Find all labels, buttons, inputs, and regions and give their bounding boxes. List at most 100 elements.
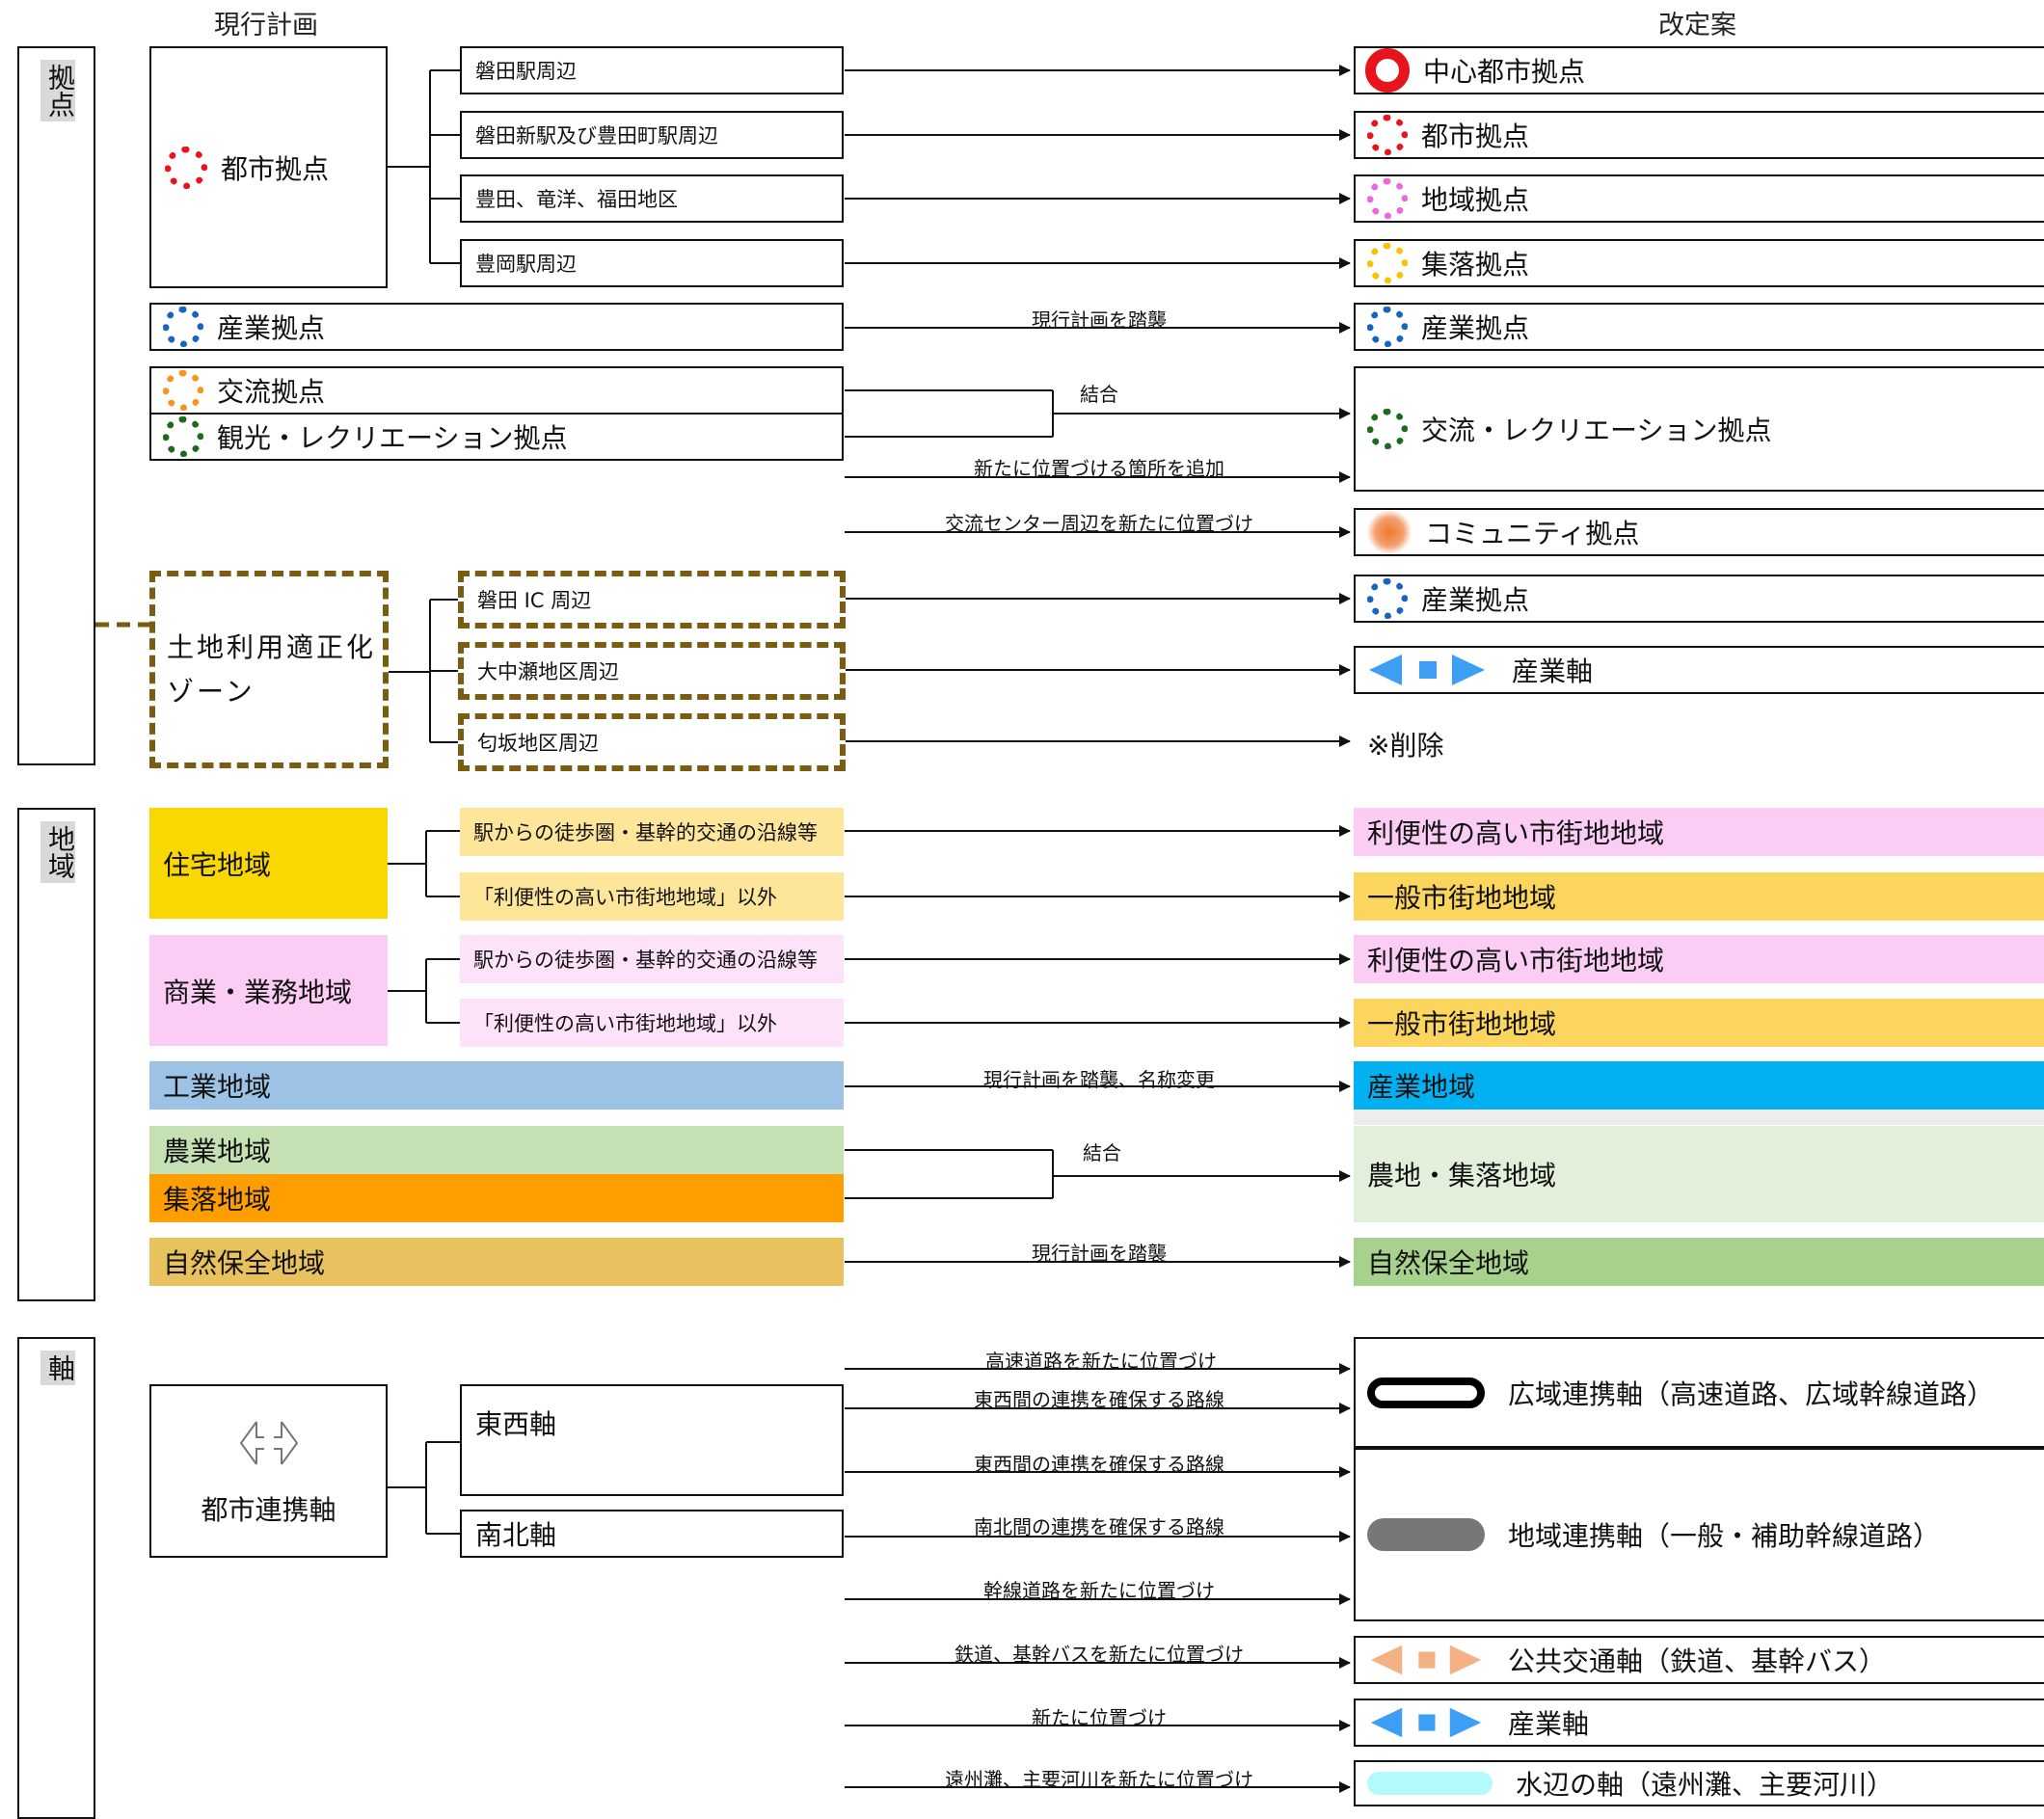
current-kanko-kyoten-label: 観光・レクリエーション拠点 <box>217 422 568 454</box>
dashed-orange-ring-icon <box>163 370 203 411</box>
section-chiiki: 地域 <box>17 808 95 1301</box>
bidirectional-arrow-icon <box>235 1414 303 1476</box>
revised-koryu-rec-kyoten: 交流・レクリエーション拠点 <box>1354 366 2044 492</box>
zone-label-line2: ゾーン <box>167 675 256 708</box>
label-nanboku: 南北間の連携を確保する路線 <box>974 1515 1224 1538</box>
label-tosyu-1: 現行計画を踏襲 <box>1032 308 1167 332</box>
current-shuraku-chiiki: 集落地域 <box>149 1174 844 1222</box>
revised-chiiki-renkei-jiku: 地域連携軸（一般・補助幹線道路） <box>1354 1448 2044 1621</box>
revised-shizen-chiiki: 自然保全地域 <box>1354 1238 2044 1286</box>
label-tsuika: 新たに位置づける箇所を追加 <box>974 457 1224 480</box>
current-koryu-kyoten-box: 交流拠点 <box>149 366 844 415</box>
revised-community-kyoten: コミュニティ拠点 <box>1354 508 2044 556</box>
red-ring-icon <box>1365 48 1410 93</box>
revised-sangyo-kyoten: 産業拠点 <box>1354 303 2044 351</box>
revised-chiiki-renkei-label: 地域連携軸（一般・補助幹線道路） <box>1508 1520 1941 1552</box>
current-tozai-jiku: 東西軸 <box>460 1384 844 1496</box>
revised-sangyo-jiku-kyoten: 産業軸 <box>1354 646 2044 694</box>
revised-sangyo-label: 産業拠点 <box>1421 312 1530 344</box>
label-enshu: 遠州灘、主要河川を新たに位置づけ <box>945 1768 1253 1791</box>
orange-radial-dot-icon <box>1367 510 1412 554</box>
current-zone-sakisaka: 匂坂地区周辺 <box>458 713 846 771</box>
current-land-use-zone-box: 土地利用適正化 ゾーン <box>149 571 389 768</box>
blue-arrow-band-icon <box>1365 653 1489 687</box>
label-arata: 新たに位置づけ <box>1032 1706 1167 1729</box>
orange-arrow-band-icon <box>1367 1643 1485 1677</box>
revised-mizube-jiku: 水辺の軸（遠州灘、主要河川） <box>1354 1760 2044 1806</box>
revised-toshi-label: 都市拠点 <box>1421 120 1530 152</box>
revised-koiki-label: 広域連携軸（高速道路、広域幹線道路） <box>1508 1378 1995 1410</box>
dashed-pink-ring-icon <box>1367 178 1408 219</box>
current-sub-iwata-station: 磐田駅周辺 <box>460 46 844 94</box>
current-jutaku-sub-a: 駅からの徒歩圏・基幹的交通の沿線等 <box>460 808 844 856</box>
revised-koiki-renkei-jiku: 広域連携軸（高速道路、広域幹線道路） <box>1354 1337 2044 1448</box>
label-koryu-center: 交流センター周辺を新たに位置づけ <box>945 512 1253 535</box>
current-toshi-kyoten-label: 都市拠点 <box>221 152 330 185</box>
current-toshi-kyoten-box: 都市拠点 <box>149 46 388 288</box>
revised-chushin-toshi-kyoten: 中心都市拠点 <box>1354 46 2044 94</box>
current-zone-iwata-ic: 磐田 IC 周辺 <box>458 571 846 629</box>
revised-kokyo-kotsu-jiku: 公共交通軸（鉄道、基幹バス） <box>1354 1636 2044 1684</box>
label-kosoku: 高速道路を新たに位置づけ <box>985 1350 1217 1373</box>
revised-sakujo-note: ※削除 <box>1367 730 1444 762</box>
current-jutaku-sub-b: 「利便性の高い市街地地域」以外 <box>460 872 844 921</box>
black-outlined-pill-icon <box>1367 1377 1485 1408</box>
current-shogyo-chiiki: 商業・業務地域 <box>149 935 388 1046</box>
dashed-blue-ring-icon <box>1367 578 1408 619</box>
revised-sangyo-jiku2-label: 産業軸 <box>1508 1708 1590 1740</box>
label-kansen: 幹線道路を新たに位置づけ <box>983 1579 1215 1602</box>
current-shogyo-sub-a: 駅からの徒歩圏・基幹的交通の沿線等 <box>460 935 844 983</box>
dashed-green-ring-icon <box>163 416 203 457</box>
section-label-jiku: 軸 <box>40 1351 76 1385</box>
current-sangyo-kyoten-box: 産業拠点 <box>149 303 844 351</box>
revised-nochi-shuraku-chiiki: 農地・集落地域 <box>1354 1126 2044 1222</box>
blue-arrow-band-icon <box>1367 1705 1485 1740</box>
current-toshi-renkei-box: 都市連携軸 <box>149 1384 388 1558</box>
revised-gap-band <box>1354 1110 2044 1125</box>
section-label-kyoten: 拠点 <box>40 60 76 121</box>
revised-chiiki-kyoten: 地域拠点 <box>1354 174 2044 223</box>
revised-sangyo-jiku: 産業軸 <box>1354 1699 2044 1747</box>
dashed-blue-ring-icon <box>163 307 203 347</box>
revised-ippan-chiiki-2: 一般市街地地域 <box>1354 999 2044 1047</box>
label-ketsugo-1: 結合 <box>1080 383 1118 406</box>
revised-sangyo-kyoten-2: 産業拠点 <box>1354 575 2044 623</box>
section-kyoten: 拠点 <box>17 46 95 765</box>
dashed-red-ring-icon <box>1367 115 1408 155</box>
current-toshi-renkei-label: 都市連携軸 <box>201 1494 336 1526</box>
section-jiku: 軸 <box>17 1337 95 1819</box>
label-ketsugo-2: 結合 <box>1083 1141 1121 1164</box>
revised-benri-chiiki-2: 利便性の高い市街地地域 <box>1354 935 2044 983</box>
revised-benri-chiiki-1: 利便性の高い市街地地域 <box>1354 808 2044 856</box>
current-sub-toyoda-ryuyo-fukude: 豊田、竜洋、福田地区 <box>460 174 844 223</box>
current-sub-toyooka-station: 豊岡駅周辺 <box>460 239 844 287</box>
revised-chiiki-label: 地域拠点 <box>1421 184 1530 216</box>
label-tetsudo: 鉄道、基幹バスを新たに位置づけ <box>955 1643 1244 1666</box>
gray-pill-icon <box>1367 1518 1485 1551</box>
dashed-green-ring-icon <box>1367 409 1408 449</box>
dashed-yellow-ring-icon <box>1367 243 1408 283</box>
current-shogyo-sub-b: 「利便性の高い市街地地域」以外 <box>460 999 844 1047</box>
revised-toshi-kyoten: 都市拠点 <box>1354 111 2044 159</box>
label-tosyu-2: 現行計画を踏襲 <box>1032 1242 1167 1265</box>
current-plan-header: 現行計画 <box>214 11 318 40</box>
current-nogyo-chiiki: 農業地域 <box>149 1126 844 1174</box>
revised-shuraku-label: 集落拠点 <box>1421 249 1530 281</box>
revised-sangyo-chiiki: 産業地域 <box>1354 1061 2044 1110</box>
revised-chushin-label: 中心都市拠点 <box>1423 56 1586 88</box>
revised-sangyo-jiku-label: 産業軸 <box>1512 655 1594 687</box>
current-sub-iwata-shin-station: 磐田新駅及び豊田町駅周辺 <box>460 111 844 159</box>
revised-mizube-label: 水辺の軸（遠州灘、主要河川） <box>1516 1769 1895 1801</box>
current-zone-onakaze: 大中瀬地区周辺 <box>458 642 846 700</box>
current-nanboku-jiku: 南北軸 <box>460 1510 844 1558</box>
revised-kokyo-label: 公共交通軸（鉄道、基幹バス） <box>1508 1645 1887 1677</box>
current-jutaku-chiiki: 住宅地域 <box>149 808 388 919</box>
section-label-chiiki: 地域 <box>40 821 76 883</box>
current-sangyo-kyoten-label: 産業拠点 <box>217 312 326 344</box>
revised-community-label: コミュニティ拠点 <box>1425 518 1640 549</box>
zone-label-line1: 土地利用適正化 <box>167 630 377 663</box>
revised-ippan-chiiki-1: 一般市街地地域 <box>1354 872 2044 921</box>
current-kanko-kyoten-box: 観光・レクリエーション拠点 <box>149 413 844 461</box>
